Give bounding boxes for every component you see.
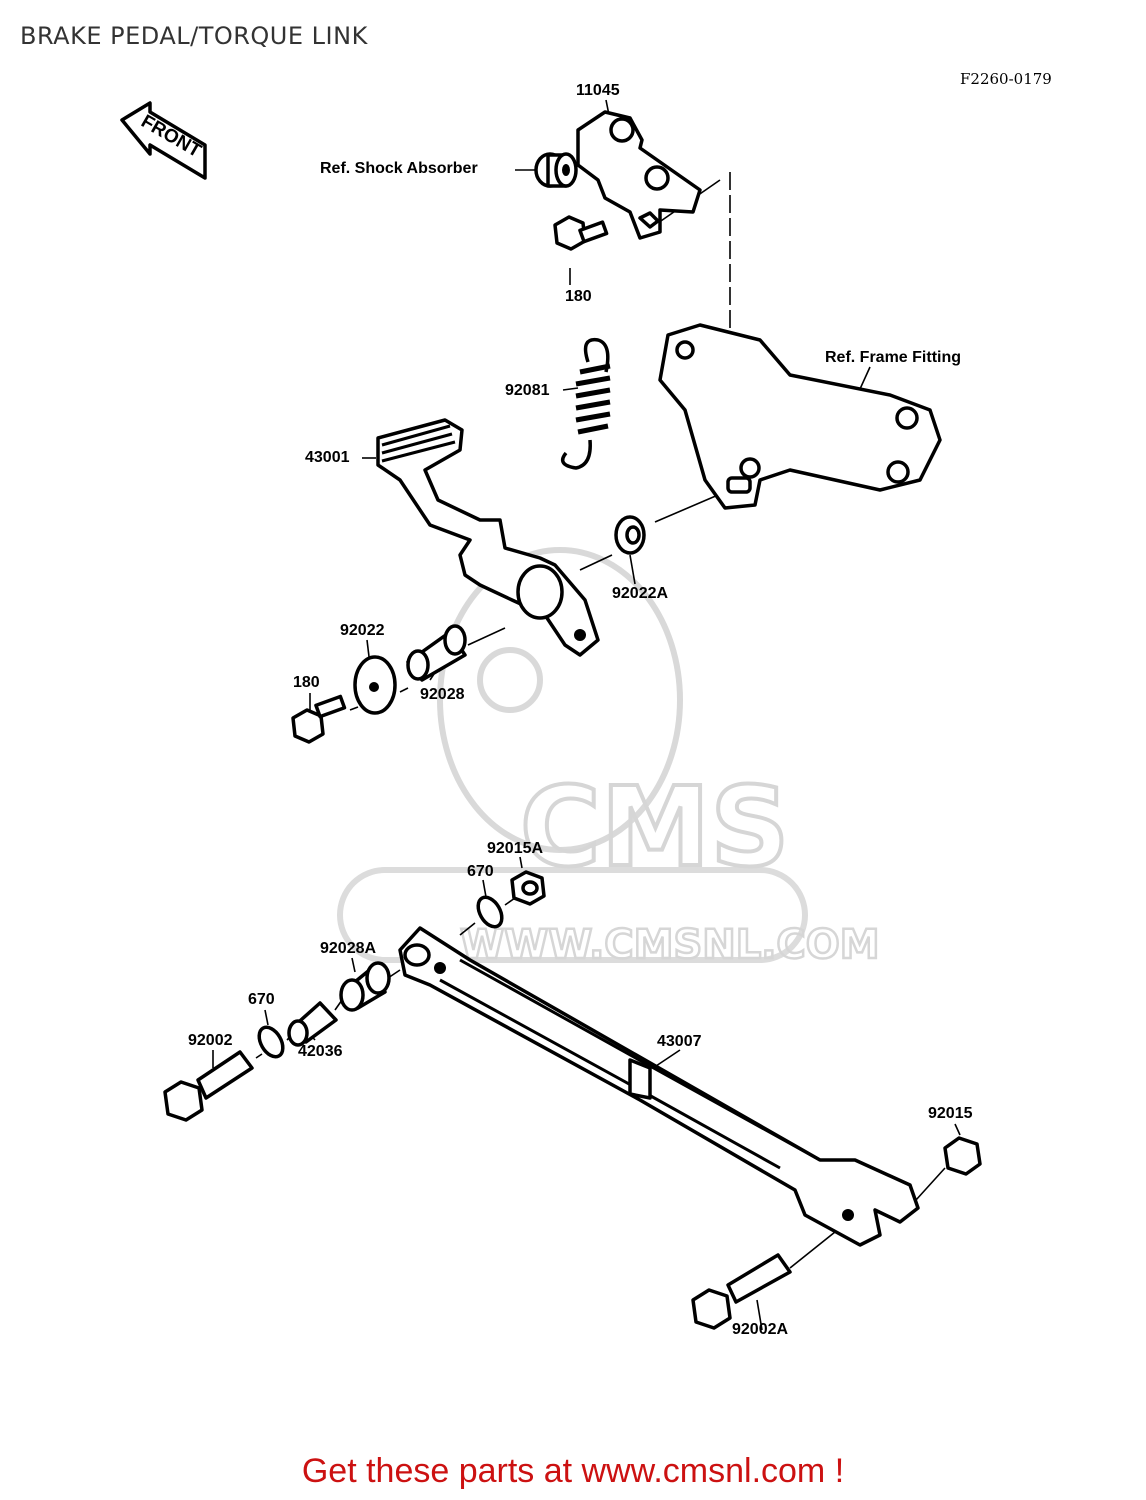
footer-link[interactable]: Get these parts at www.cmsnl.com ! — [301, 1452, 845, 1490]
part-label-43007: 43007 — [657, 1033, 702, 1050]
bolt-180-mid — [291, 694, 347, 744]
leader-lines — [212, 99, 961, 1331]
part-label-180-mid: 180 — [293, 674, 320, 691]
part-label-11045: 11045 — [576, 82, 620, 99]
part-label-92081: 92081 — [505, 382, 550, 399]
part-label-670-top: 670 — [467, 863, 494, 880]
washer-670-top — [476, 895, 504, 929]
washer-92022A — [614, 515, 646, 555]
part-label-92015: 92015 — [928, 1105, 973, 1122]
collar-92028A — [339, 961, 391, 1012]
watermark-brand: CMS — [520, 763, 789, 891]
bolt-92002A — [691, 1253, 792, 1330]
figure-code: F2260-0179 — [960, 70, 1052, 88]
collar-92028 — [406, 624, 467, 682]
front-arrow-icon: FRONT — [120, 101, 207, 180]
part-label-43001: 43001 — [305, 449, 350, 466]
part-label-92022A: 92022A — [612, 585, 669, 602]
brake-pedal-43001 — [376, 418, 600, 657]
part-label-92015A: 92015A — [487, 840, 544, 857]
washer-670-bottom — [257, 1025, 285, 1059]
part-label-180-top: 180 — [565, 288, 592, 305]
part-label-92002A: 92002A — [732, 1321, 789, 1338]
part-label-92002: 92002 — [188, 1032, 233, 1049]
bolt-92002 — [163, 1050, 254, 1122]
part-label-92022: 92022 — [340, 622, 385, 639]
washer-92022 — [353, 655, 397, 715]
ref-shock-absorber-label: Ref. Shock Absorber — [320, 160, 478, 177]
collar-42036 — [287, 1001, 338, 1047]
bolt-180-top — [553, 215, 609, 251]
part-label-42036: 42036 — [298, 1043, 343, 1060]
watermark-url: WWW.CMSNL.COM — [460, 922, 880, 968]
frame-fitting — [658, 323, 942, 510]
part-label-92028A: 92028A — [320, 940, 377, 957]
ref-frame-fitting-label: Ref. Frame Fitting — [825, 349, 962, 366]
grommet-part — [534, 152, 578, 188]
bracket-11045 — [576, 110, 702, 240]
spring-92081 — [560, 337, 611, 470]
cmsnl-watermark: CMS WWW.CMSNL.COM — [337, 547, 881, 969]
nut-92015A — [510, 870, 546, 906]
torque-link-43007 — [398, 926, 920, 1247]
part-label-92028: 92028 — [420, 686, 465, 703]
page-title: BRAKE PEDAL/TORQUE LINK — [20, 22, 368, 50]
part-label-670-bottom: 670 — [248, 991, 275, 1008]
nut-92015 — [943, 1136, 982, 1176]
